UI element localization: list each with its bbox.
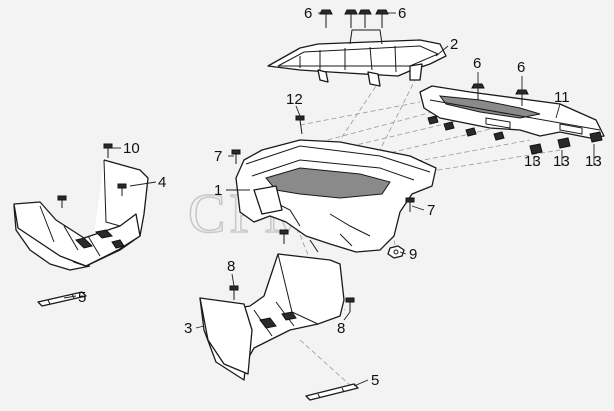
screw-icon[interactable]: [57, 195, 67, 208]
bracket-right[interactable]: [305, 383, 359, 401]
callout-6-left: 6: [304, 5, 312, 22]
clip-nut-icon[interactable]: [529, 143, 543, 155]
rear-rack[interactable]: [267, 29, 447, 87]
callout-13-right: 13: [585, 153, 602, 170]
callout-7-top: 7: [214, 148, 222, 165]
rear-cover-panel[interactable]: [419, 85, 605, 139]
callout-2: 2: [450, 36, 458, 53]
callout-12: 12: [286, 91, 303, 108]
callout-6-panel-left: 6: [473, 55, 481, 72]
callout-1: 1: [214, 182, 222, 199]
left-footwell[interactable]: [13, 159, 149, 271]
clip-nut-icon[interactable]: [589, 131, 603, 143]
right-footwell[interactable]: [199, 253, 345, 381]
callout-7-right: 7: [427, 202, 435, 219]
screw-icon[interactable]: [117, 183, 127, 196]
screw-icon[interactable]: [103, 143, 113, 158]
callout-5-left: 5: [78, 289, 86, 306]
callout-4: 4: [158, 174, 166, 191]
screw-icon[interactable]: [279, 229, 289, 244]
clip-nut-icon[interactable]: [443, 121, 455, 131]
callout-9: 9: [409, 246, 417, 263]
bolt-icon[interactable]: [358, 9, 372, 28]
bracket-left[interactable]: [37, 291, 87, 307]
bolt-icon[interactable]: [375, 9, 389, 28]
clip-nut-icon[interactable]: [465, 127, 477, 137]
rear-fender[interactable]: [235, 139, 437, 253]
callout-5-right: 5: [371, 372, 379, 389]
callout-8-bottom: 8: [337, 320, 345, 337]
callout-13-left: 13: [524, 153, 541, 170]
screw-icon[interactable]: [295, 115, 305, 135]
screw-icon[interactable]: [345, 297, 355, 312]
bolt-icon[interactable]: [515, 89, 529, 106]
bolt-icon[interactable]: [471, 83, 485, 100]
clip-nut-icon[interactable]: [557, 137, 571, 149]
nut-icon[interactable]: [387, 245, 405, 259]
screw-icon[interactable]: [229, 285, 239, 300]
screw-icon[interactable]: [405, 197, 415, 212]
callout-11: 11: [554, 89, 570, 106]
clip-nut-icon[interactable]: [493, 131, 505, 141]
leader-lines: [63, 12, 595, 387]
bolt-icon[interactable]: [344, 9, 358, 28]
screw-icon[interactable]: [231, 149, 241, 164]
clip-nut-icon[interactable]: [427, 115, 439, 125]
callout-6-right: 6: [398, 5, 406, 22]
callout-10: 10: [123, 140, 140, 157]
callout-13-middle: 13: [553, 153, 570, 170]
callout-8-top: 8: [227, 258, 235, 275]
callout-6-panel-right: 6: [517, 59, 525, 76]
callout-3: 3: [184, 320, 192, 337]
